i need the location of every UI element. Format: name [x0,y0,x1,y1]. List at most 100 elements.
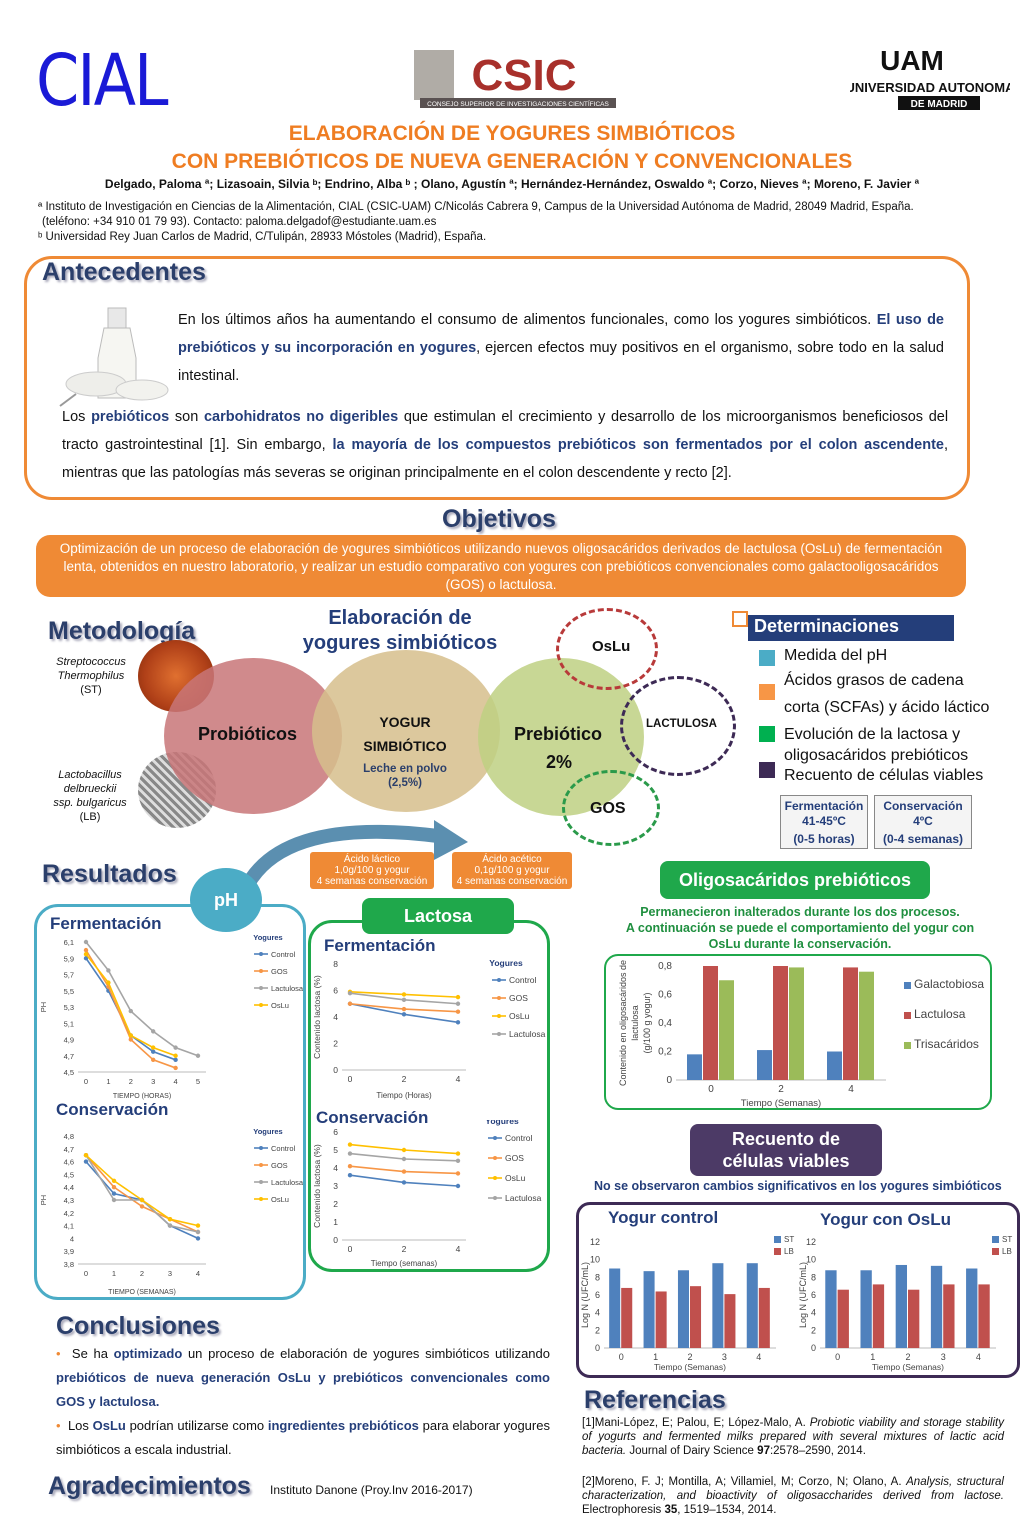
x-tick-label: 2 [778,1084,784,1095]
authors: Delgado, Paloma ª; Lizasoain, Silvia ᵇ; … [104,177,920,191]
bar-st [860,1270,872,1348]
data-point [455,994,461,1000]
y-tick-label: 4 [333,1163,338,1173]
bar-galactobiosa [687,1054,702,1080]
x-tick-label: 3 [151,1077,155,1086]
x-tick-label: 3 [168,1269,172,1278]
legend-label: OsLu [509,1011,530,1021]
y-tick-label: 0,8 [658,961,672,972]
bar-st [825,1270,837,1348]
legend-marker [497,978,501,982]
y-axis-label: Contenido en oligosacáridos de [618,960,628,1086]
data-point [347,1151,353,1156]
determinacion-scfa-1: Ácidos grasos de cadena [784,672,964,689]
oligosacaridos-note: Permanecieron inalterados durante los do… [625,905,975,951]
y-tick-label: 5,5 [64,987,74,996]
referencias-heading: Referencias [584,1386,726,1414]
legend-marker [259,1197,263,1201]
data-point [151,1029,156,1034]
y-tick-label: 6 [811,1290,816,1300]
data-point [173,1065,178,1071]
ph-panel [34,904,306,1300]
title-line-1: ELABORACIÓN DE YOGURES SIMBIÓTICOS [288,122,736,145]
legend-label: GOS [505,1153,524,1163]
y-tick-label: 6 [333,1127,338,1137]
y-tick-label: 1 [333,1217,338,1227]
referencia-2: [2]Moreno, F. J; Montilla, A; Villamiel,… [582,1476,1004,1516]
legend-title: Yogures [253,933,282,942]
y-tick-label: 2 [811,1325,816,1335]
y-axis-label: Contenido lactosa (%) [312,1144,322,1228]
data-point [111,1178,117,1183]
data-point [106,968,111,973]
data-point [128,1008,133,1014]
bar-st [895,1264,907,1348]
data-point [83,1153,89,1158]
legend-marker [497,1032,501,1036]
lactosa-color-icon [759,726,775,742]
legend-marker [259,1003,263,1007]
y-tick-label: 4 [333,1012,338,1022]
x-tick-label: 3 [722,1352,727,1362]
y-tick-label: 4,9 [64,1036,74,1045]
y-axis-label: (g/100 g yogur) [642,992,652,1053]
y-tick-label: 0 [595,1343,600,1353]
y-tick-label: 0 [811,1343,816,1353]
y-tick-label: 12 [806,1237,816,1247]
series-line-gos [85,1154,199,1233]
y-tick-label: 4,7 [64,1145,74,1154]
y-tick-label: 4,1 [64,1222,74,1231]
y-tick-label: 0,4 [658,1018,672,1029]
y-tick-label: 4,5 [64,1068,74,1077]
bar-st [643,1271,655,1348]
data-point [455,1158,461,1163]
x-tick-label: 1 [870,1352,875,1362]
y-axis-label: lactulosa [630,1005,640,1041]
y-tick-label: 8 [333,959,338,969]
data-point [195,1053,201,1058]
legend-marker [259,1146,263,1150]
y-tick-label: 4,2 [64,1209,74,1218]
x-tick-label: 2 [687,1352,692,1362]
data-point [401,1147,407,1153]
data-point [347,1142,353,1147]
legend-swatch [992,1248,999,1255]
y-axis-label: PH [39,1002,48,1012]
x-tick-label: 4 [196,1269,200,1278]
y-tick-label: 0 [333,1065,338,1075]
ph-fermentacion-title: Fermentación [50,914,162,933]
y-tick-label: 6 [333,986,338,996]
data-point [347,1173,353,1178]
legend-label: Control [509,975,537,985]
determinacion-lactosa-1: Evolución de la lactosa y [784,726,961,743]
legend-label: GOS [271,1161,288,1170]
y-tick-label: 3,9 [64,1247,74,1256]
x-tick-label: 2 [129,1077,133,1086]
x-tick-label: 1 [653,1352,658,1362]
data-point [167,1217,173,1222]
x-tick-label: 5 [196,1077,200,1086]
legend-marker [259,1180,263,1184]
y-axis-label: Log N (UFC/mL) [580,1262,590,1328]
data-point [455,1001,461,1006]
bar-trisacáridos [719,980,734,1080]
data-point [111,1197,117,1203]
y-tick-label: 5 [333,1145,338,1155]
data-point [173,1057,178,1063]
y-tick-label: 4 [595,1308,600,1318]
recuento-note: No se observaron cambios significativos … [594,1179,1002,1193]
y-tick-label: 4,3 [64,1196,74,1205]
ph-badge: pH [190,868,262,932]
lactulosa-label: LACTULOSA [646,718,717,730]
data-point [173,1045,178,1050]
bar-lb [872,1284,885,1348]
x-tick-label: 4 [848,1084,854,1095]
prebiotico-pct: 2% [546,752,573,772]
x-axis-label: TIEMPO (HORAS) [113,1093,171,1100]
prebiotico-label: Prebiótico [514,724,603,744]
